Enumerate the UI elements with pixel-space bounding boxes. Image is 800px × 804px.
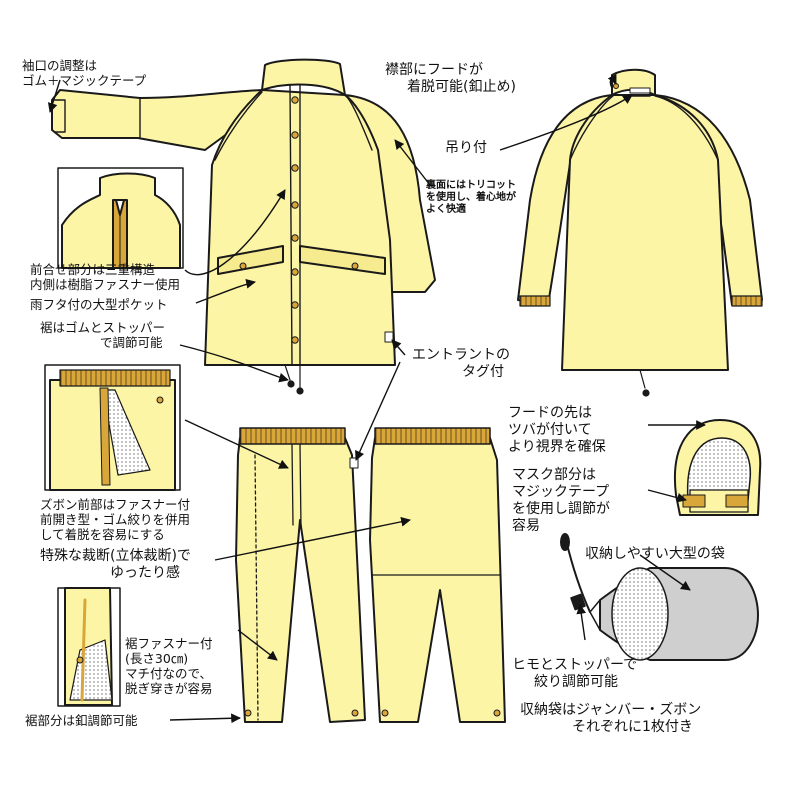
arrow-storage-bag — [639, 554, 691, 591]
label-hood-visor: フードの先は ツバが付いて より視界を確保 — [508, 405, 606, 455]
label-hem-button: 裾部分は釦調節可能 — [25, 713, 138, 728]
arrow-cuff — [47, 79, 61, 113]
arrow-front-closure — [184, 189, 286, 276]
arrow-collar-hood — [607, 73, 617, 89]
arrow-pants-front — [184, 419, 289, 469]
jacket-front-left-sleeve — [51, 89, 263, 151]
arrow-entrant-pants — [355, 361, 401, 461]
collar-inset — [61, 172, 181, 269]
label-hem-zipper: 裾ファスナー付 (長さ30㎝) マチ付なので、 脱ぎ穿きが容易 — [125, 636, 213, 696]
label-storage-bag: 収納しやすい大型の袋 — [585, 546, 725, 562]
arrow-hem — [179, 344, 289, 383]
jacket-front-pocket-flap-left — [217, 245, 284, 275]
storage-bag — [560, 533, 759, 661]
label-mask: マスク部分は マジックテープ を使用し調節が 容易 — [512, 467, 610, 534]
jacket-back — [517, 68, 763, 371]
pants-back — [369, 427, 506, 723]
arrow-entrant-jacket — [391, 339, 406, 356]
label-cuff: 袖口の調整は ゴム＋マジックテープ — [22, 58, 147, 88]
label-bag-included: 収納袋はジャンバー・ズボン それぞれに1枚付き — [520, 702, 702, 735]
arrow-hem-zipper — [237, 629, 278, 661]
arrow-special-cut — [214, 516, 411, 561]
arrow-hanger — [499, 94, 633, 151]
label-entrant-tag: エントラントの タグ付 — [412, 347, 510, 380]
arrow-pocket — [195, 278, 256, 304]
label-front-closure: 前合せ部分は三重構造 内側は樹脂ファスナー使用 — [30, 262, 181, 292]
pants-back-shape — [369, 437, 506, 723]
label-hem: 裾はゴムとストッパー で調節可能 — [40, 320, 166, 350]
arrow-hem-button — [169, 713, 241, 724]
jacket-front-collar — [261, 58, 346, 96]
label-special-cut: 特殊な裁断(立体裁断)で ゆったり感 — [40, 548, 191, 581]
label-collar-hood: 襟部にフードが 着脱可能(釦止め) — [385, 62, 516, 95]
label-pants-front: ズボン前部はファスナー付 前開き型・ゴム絞りを併用 して着脱を容易にする — [40, 497, 191, 542]
label-pocket: 雨フタ付の大型ポケット — [30, 297, 168, 312]
label-hanger: 吊り付 — [445, 140, 487, 156]
arrow-lining — [394, 139, 431, 186]
hem-zipper-inset — [64, 587, 113, 706]
arrow-string-stopper — [576, 604, 587, 641]
jacket-front-right-sleeve — [344, 94, 436, 293]
jacket-back-body — [561, 94, 729, 371]
label-string-stopper: ヒモとストッパーで 絞り調節可能 — [512, 657, 638, 690]
hood-illustration — [673, 419, 762, 516]
label-lining: 裏面にはトリコット を使用し、着心地が よく快適 — [426, 180, 516, 215]
arrow-mask — [647, 489, 687, 503]
pants-zipper-inset — [49, 369, 176, 491]
